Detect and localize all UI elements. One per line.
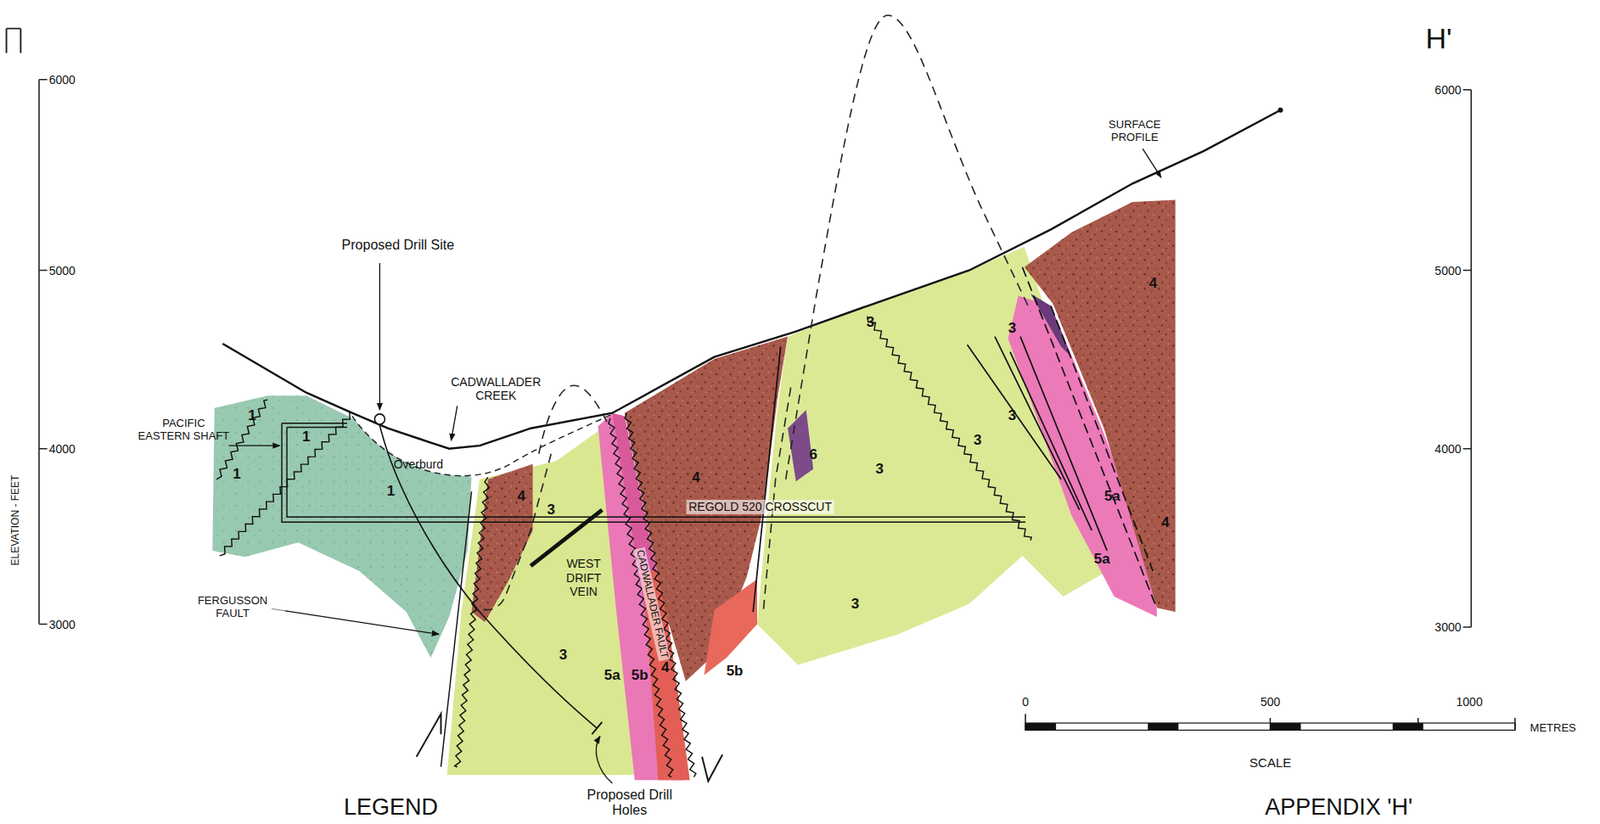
feature-label: CADWALLADER CREEK	[434, 375, 557, 403]
unit-number: 4	[1161, 514, 1169, 532]
unit-number: 6	[808, 446, 817, 464]
unit-number: 3	[875, 460, 884, 478]
unit-number: 3	[973, 432, 982, 450]
elevation-value: 4000	[49, 442, 76, 456]
unit-number: 4	[691, 469, 700, 487]
unit-number: 5b	[726, 662, 744, 680]
unit-number: 3	[1008, 408, 1017, 426]
elevation-value: 6000	[49, 72, 76, 87]
surface-profile	[222, 110, 1280, 450]
drill-site	[374, 414, 385, 425]
unit-number: 5a	[604, 667, 621, 685]
elevation-value: 5000	[49, 263, 76, 278]
unit-number: 4	[661, 660, 669, 678]
unit-number: 5a	[1094, 550, 1111, 568]
feature-label: Proposed Drill Holes	[578, 787, 681, 820]
feature-label: Proposed Drill Site	[342, 236, 455, 253]
scale-bar	[1025, 713, 1516, 730]
legend-heading: LEGEND	[343, 795, 438, 822]
feature-label: PACIFIC EASTERN SHAFT	[137, 417, 230, 444]
drill-hole	[379, 425, 597, 729]
unit-number: 5b	[631, 667, 649, 685]
leader-lines	[229, 148, 1162, 783]
fault-lines	[216, 316, 1032, 778]
unit-number: 3	[866, 314, 875, 332]
unit-number: 4	[517, 488, 526, 506]
scale-value: 0	[1021, 695, 1029, 709]
scale-value: 500	[1260, 695, 1280, 709]
feature-label: Overburd	[393, 457, 444, 472]
vein-label: WEST DRIFT VEIN	[553, 556, 615, 598]
scale-value: 1000	[1456, 695, 1483, 709]
section-end-mark: H'	[1425, 22, 1453, 56]
rock-units	[212, 200, 1175, 781]
appendix-title: APPENDIX 'H'	[1264, 795, 1413, 822]
unit-number: 1	[232, 465, 241, 483]
unit-number: 5a	[1104, 488, 1121, 506]
workings-label: REGOLD 520 CROSSCUT	[685, 499, 835, 514]
unit-number: 1	[302, 428, 310, 446]
vein-lines	[752, 267, 1155, 612]
unit-number: 3	[546, 501, 555, 519]
shaft-crosscut	[281, 423, 1026, 523]
unit-number: 3	[851, 595, 859, 613]
unit-number: 3	[1008, 320, 1017, 337]
scale-title: SCALE	[1249, 756, 1292, 771]
fault-movement-arrow	[416, 713, 724, 781]
scale-unit: METRES	[1530, 722, 1577, 736]
fault-label: FERGUSSON FAULT	[179, 595, 286, 622]
elevation-value: 6000	[1434, 83, 1461, 97]
section-end-mark: H	[3, 26, 23, 57]
axis-title: ELEVATION - FEET	[10, 475, 23, 567]
unit-number: 4	[1149, 275, 1157, 292]
unit-number: 3	[559, 646, 568, 664]
elevation-value: 3000	[49, 617, 76, 632]
scale-blocks	[1025, 723, 1424, 730]
elevation-value: 5000	[1434, 263, 1461, 278]
elevation-value: 4000	[1434, 442, 1461, 456]
unit-number: 1	[387, 483, 395, 501]
unit-number: 1	[247, 408, 256, 426]
feature-label: SURFACE PROFILE	[1089, 118, 1181, 145]
elevation-value: 3000	[1434, 620, 1461, 635]
